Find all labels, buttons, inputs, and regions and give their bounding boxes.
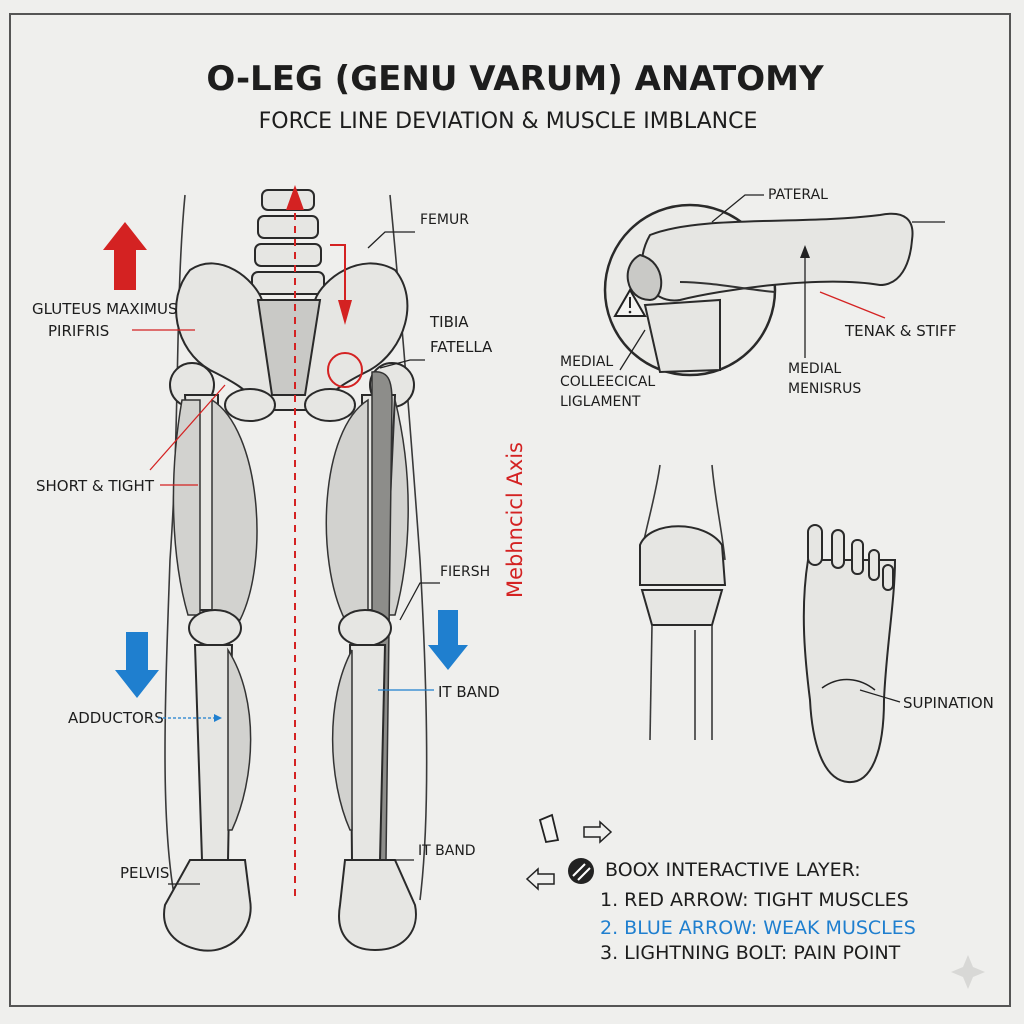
toe-4 (868, 549, 880, 581)
label-meniscus-2: MENISRUS (788, 381, 861, 397)
lumbar-spine (251, 189, 325, 295)
blue-down-arrow-icon (115, 632, 159, 698)
hammer-icon (538, 813, 560, 844)
mcl-leader (619, 329, 646, 371)
patella-left (188, 609, 242, 647)
tibia-shaft-left (649, 624, 653, 741)
page-border (9, 13, 1011, 1007)
foot-diagram (802, 524, 897, 784)
femur-leader (367, 231, 415, 249)
meniscus-arrowhead (800, 245, 810, 258)
obturator-left (224, 388, 276, 422)
label-tibia: TIBIA (429, 313, 469, 331)
calf-right (331, 649, 353, 831)
toe-1 (807, 524, 823, 566)
femur-condyles-front (639, 525, 727, 586)
thigh-muscle-left-outer (172, 399, 201, 616)
legend-title: BOOX INTERACTIVE LAYER: (605, 859, 861, 881)
thigh-muscle-right (325, 398, 369, 621)
label-mcl-2: COLLEECICAL (560, 374, 655, 390)
thigh-muscle-left (211, 398, 258, 621)
legend-item-red-arrow: 1. RED ARROW: TIGHT MUSCLES (600, 889, 909, 911)
femur-closeup (640, 212, 914, 302)
tenak-leader (819, 291, 886, 319)
sparkle-icon (951, 955, 985, 989)
label-mcl-1: MEDIAL (560, 354, 613, 370)
fiersh-leader (399, 582, 440, 621)
lightning-bolt-icon (568, 858, 594, 884)
label-mcl-3: LIGLAMENT (560, 394, 641, 410)
label-it-band: IT BAND (438, 683, 500, 701)
diagram-title: O-LEG (GENU VARUM) ANATOMY (206, 59, 824, 99)
left-arrow-icon (525, 867, 555, 891)
meniscus-line (679, 281, 776, 293)
red-up-arrow-icon (103, 222, 147, 290)
tibia-closeup (643, 298, 721, 374)
hip-pain-circle (327, 352, 363, 388)
toe-3 (851, 539, 864, 575)
knee-front-outline-2 (711, 464, 726, 561)
label-piriformis: PIRIFRIS (48, 322, 109, 340)
hip-rotation-arrowhead (338, 300, 352, 325)
supination-leader (859, 689, 901, 703)
warning-triangle-icon (613, 287, 647, 317)
label-pateral: PATERAL (768, 187, 828, 203)
legend-item-blue-arrow: 2. BLUE ARROW: WEAK MUSCLES (600, 917, 916, 939)
toe-2 (831, 529, 845, 569)
pateral-leader (711, 194, 764, 223)
foot-right (338, 859, 417, 952)
label-supination: SUPINATION (903, 694, 994, 712)
label-gluteus-maximus: GLUTEUS MAXIMUS (32, 300, 177, 318)
legs-skeleton (163, 185, 428, 952)
legend-item-lightning-bolt: 3. LIGHTNING BOLT: PAIN POINT (600, 942, 901, 964)
tibia-plateau-front (640, 589, 724, 626)
tibia-left (193, 644, 234, 861)
label-fiersh: FIERSH (440, 564, 490, 580)
knee-joint-closeup (603, 203, 945, 377)
sacrum (256, 299, 322, 396)
blue-down-arrow-icon-right (428, 610, 468, 670)
mechanical-axis-label: Mebhncicl Axis (503, 442, 527, 598)
knee-front-view (639, 464, 727, 741)
short-tight-leader-2 (149, 384, 226, 471)
label-short-tight: SHORT & TIGHT (36, 477, 155, 495)
label-adductors: ADDUCTORS (68, 709, 164, 727)
hip-rotation-line (330, 244, 346, 315)
tibia-right (348, 644, 387, 861)
foot-arch-line (821, 678, 876, 691)
label-pelvis: PELVIS (120, 864, 169, 882)
calf-left (227, 647, 252, 831)
axis-arrowhead (286, 185, 304, 210)
patella-leader (379, 359, 425, 369)
obturator-right (304, 388, 356, 422)
legend-icons (525, 813, 613, 891)
label-meniscus-1: MEDIAL (788, 361, 841, 377)
thigh-muscle-right-outer (384, 399, 409, 616)
foot-left (163, 859, 252, 952)
label-femur: FEMUR (420, 212, 469, 228)
label-it-band-lower: IT BAND (418, 843, 476, 859)
label-patella: FATELLA (430, 338, 493, 356)
femoral-condyle (626, 253, 663, 302)
patella-right (338, 609, 392, 647)
adductors-arrowhead (214, 714, 222, 722)
right-arrow-icon (583, 820, 613, 844)
diagram-subtitle: FORCE LINE DEVIATION & MUSCLE IMBLANCE (259, 109, 758, 134)
label-tenak-stiff: TENAK & STIFF (844, 322, 957, 340)
toe-5 (882, 564, 894, 591)
foot-outline (802, 559, 897, 784)
